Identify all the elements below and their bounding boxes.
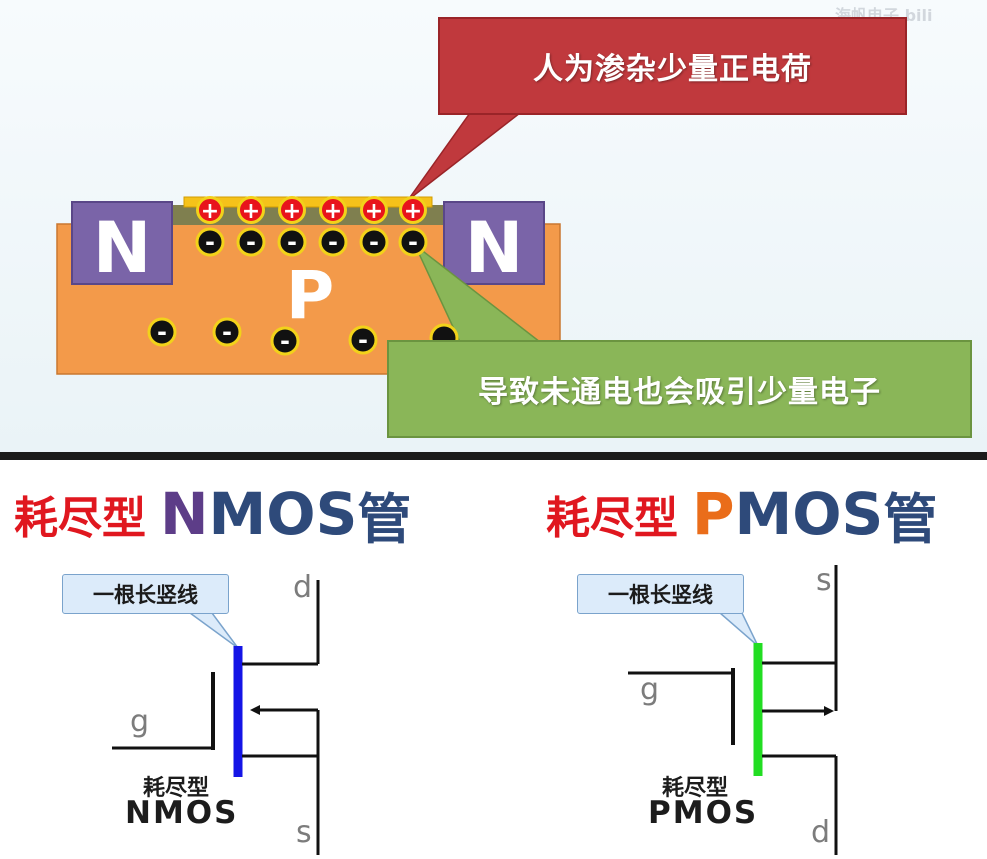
n-right-label: N — [465, 207, 524, 289]
plus-sign: + — [242, 199, 260, 224]
pmos-drain-label: d — [811, 815, 831, 850]
minus-sign: - — [287, 228, 297, 256]
pmos-title-prefix: 耗尽型 — [546, 493, 678, 544]
pmos-tag: 一根长竖线 — [577, 574, 744, 614]
green-callout-box: 导致未通电也会吸引少量电子 — [387, 340, 972, 438]
negative-charges-channel: - - - - - - — [195, 227, 428, 257]
pmos-gate-label: g — [640, 672, 660, 707]
electron — [212, 317, 242, 347]
electron — [270, 326, 300, 356]
plus-sign: + — [324, 199, 342, 224]
device-cross-section-panel: 海帆电子 bili + + + + + + — [0, 0, 987, 452]
minus-sign: - — [408, 228, 418, 256]
positive-charge — [278, 196, 306, 224]
plus-sign: + — [201, 199, 219, 224]
electron — [195, 227, 225, 257]
electron — [147, 317, 177, 347]
pmos-source-label: s — [816, 563, 832, 598]
minus-sign: - — [369, 228, 379, 256]
pmos-caption-name: PMOS — [648, 795, 759, 831]
minus-sign: - — [280, 327, 290, 355]
plus-sign: + — [283, 199, 301, 224]
nmos-title-suffix: 管 — [357, 487, 412, 551]
minus-sign: - — [358, 326, 368, 354]
nmos-caption-name: NMOS — [125, 795, 239, 831]
nmos-gate-label: g — [130, 704, 150, 739]
pmos-title-rest: MOS — [734, 480, 884, 548]
nmos-tag-pointer — [187, 612, 239, 649]
pmos-symbol — [628, 565, 838, 855]
electron — [348, 325, 378, 355]
electron — [277, 227, 307, 257]
positive-charge — [319, 196, 347, 224]
plus-sign: + — [404, 199, 422, 224]
n-region-right — [443, 201, 545, 285]
electron — [236, 227, 266, 257]
positive-charges: + + + + + + — [196, 196, 427, 224]
nmos-title-letter: N — [160, 480, 209, 548]
pmos-title: 耗尽型 P MOS 管 — [546, 474, 937, 554]
minus-sign: - — [205, 228, 215, 256]
pmos-title-suffix: 管 — [883, 487, 938, 551]
nmos-caption-type: 耗尽型 — [143, 776, 210, 801]
minus-sign: - — [222, 318, 232, 346]
red-callout-pointer — [407, 112, 523, 201]
nmos-title-prefix: 耗尽型 — [14, 493, 146, 544]
pmos-title-letter: P — [692, 480, 735, 548]
p-region-label: P — [286, 257, 334, 334]
nmos-source-label: s — [296, 815, 312, 850]
minus-sign: - — [246, 228, 256, 256]
nmos-title: 耗尽型 N MOS 管 — [14, 474, 411, 554]
nmos-drain-label: d — [293, 570, 313, 605]
panel-divider — [0, 452, 987, 460]
nmos-title-rest: MOS — [208, 480, 358, 548]
pmos-caption-type: 耗尽型 — [662, 776, 729, 801]
electron — [359, 227, 389, 257]
minus-sign: - — [328, 228, 338, 256]
electron — [318, 227, 348, 257]
plus-sign: + — [365, 199, 383, 224]
positive-charge — [237, 196, 265, 224]
gate-plate — [183, 196, 433, 208]
positive-charge — [399, 196, 427, 224]
negative-charges-substrate: - - - - — [147, 317, 459, 356]
n-region-left — [71, 201, 173, 285]
electron — [398, 227, 428, 257]
symbol-panel — [0, 460, 987, 859]
nmos-tag: 一根长竖线 — [62, 574, 229, 614]
positive-charge — [360, 196, 388, 224]
n-left-label: N — [93, 207, 152, 289]
mos-symbols — [112, 565, 838, 855]
pmos-tag-pointer — [717, 612, 759, 647]
red-callout-box: 人为渗杂少量正电荷 — [438, 17, 907, 115]
minus-sign: - — [157, 318, 167, 346]
positive-charge — [196, 196, 224, 224]
